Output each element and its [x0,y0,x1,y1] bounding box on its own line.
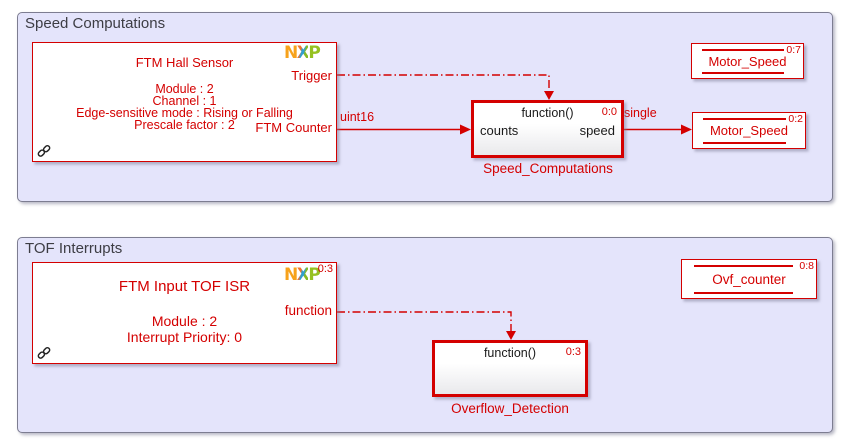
block-overflow-detection[interactable]: function() 0:3 [432,340,588,397]
datastore-name: Motor_Speed [708,53,787,69]
block-speed-computations[interactable]: function() 0:0 counts speed [471,100,624,158]
block-ftm-input-tof-isr[interactable]: FTM Input TOF ISR Module : 2 Interrupt P… [32,262,337,364]
block-motor-speed-datastore-2[interactable]: Motor_Speed 0:2 [692,112,806,149]
sample-time-tag: 0:3 [317,263,333,275]
sample-time-tag: 0:3 [565,346,581,358]
nxp-letter-p: P [308,265,320,285]
function-port-label: function() [521,106,574,120]
datastore-name: Ovf_counter [712,271,786,287]
block-parameters: Module : 2 Interrupt Priority: 0 [33,313,336,345]
datastore-bottom-line [701,72,785,74]
function-port-label: function() [483,346,537,360]
block-name-speed-computations[interactable]: Speed_Computations [483,161,613,176]
sample-time-tag: 0:7 [786,44,801,56]
block-parameters: Module : 2 Channel : 1 Edge-sensitive mo… [33,82,336,132]
param-interrupt-priority: Interrupt Priority: 0 [126,328,243,345]
datastore-top-line [694,265,794,267]
library-link-icon [37,346,51,360]
sample-time-tag: 0:0 [601,106,617,118]
datastore-bottom-line [694,292,794,294]
sample-time-tag: 0:8 [799,260,814,272]
block-ovf-counter-datastore[interactable]: Ovf_counter 0:8 [681,259,817,299]
port-function: function [284,303,332,318]
block-title: FTM Input TOF ISR [118,278,251,295]
inport-counts: counts [480,123,519,138]
area-title-speed: Speed Computations [25,15,166,32]
nxp-letter-x: X [296,43,310,63]
block-ftm-hall-sensor[interactable]: FTM Hall Sensor Module : 2 Channel : 1 E… [32,42,337,162]
nxp-letter-n: N [284,265,298,285]
param-module: Module : 2 [151,313,218,329]
port-ftm-counter: FTM Counter [255,120,332,135]
param-prescale: Prescale factor : 2 [134,117,235,132]
block-motor-speed-datastore-1[interactable]: Motor_Speed 0:7 [691,43,804,79]
signal-type-uint16: uint16 [340,110,375,124]
nxp-logo-icon: NXP [284,265,321,285]
nxp-letter-n: N [284,43,298,63]
datastore-name: Motor_Speed [709,123,789,138]
datastore-top-line [703,118,786,120]
block-name-overflow-detection[interactable]: Overflow_Detection [451,401,569,416]
datastore-bottom-line [703,142,786,144]
library-link-icon [37,144,51,158]
sample-time-tag: 0:2 [788,113,803,125]
port-trigger: Trigger [291,68,332,83]
block-title: FTM Hall Sensor [135,55,234,70]
nxp-logo-icon: NXP [284,43,321,63]
param-edge-mode: Edge-sensitive mode : Rising or Falling [76,105,293,120]
area-title-tof: TOF Interrupts [25,240,123,257]
nxp-letter-x: X [296,265,310,285]
signal-type-single: single [624,106,657,120]
param-module: Module : 2 [155,82,214,96]
nxp-letter-p: P [308,43,320,63]
param-channel: Channel : 1 [152,93,217,108]
outport-speed: speed [579,123,615,138]
datastore-top-line [701,49,785,51]
